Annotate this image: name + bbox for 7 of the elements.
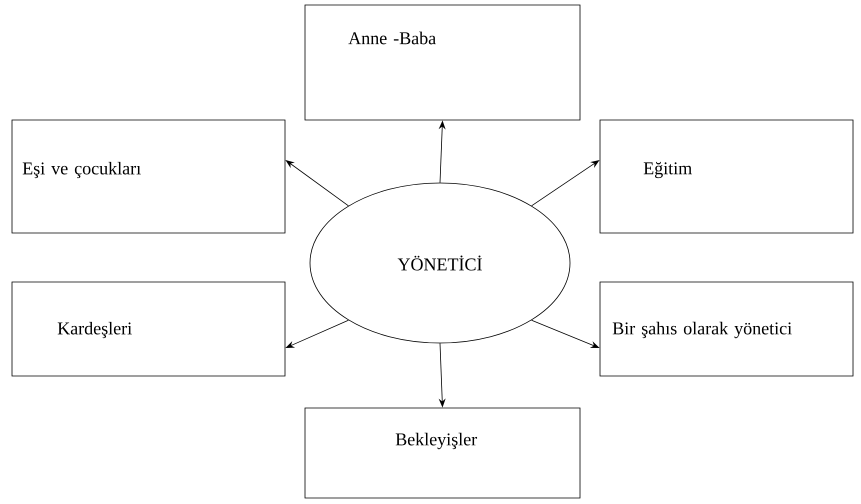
text-box: Anne -Baba — [304, 4, 580, 120]
text-box: Bekleyişler — [304, 408, 580, 498]
text-box: Eğitim — [600, 120, 854, 234]
text-box: Kardeşleri — [12, 282, 286, 376]
text-box: Eşi ve çocukları — [12, 120, 286, 234]
text-box: Bir şahıs olarak yönetici — [600, 282, 854, 376]
ellipse-node: YÖNETİCİ — [310, 182, 570, 344]
